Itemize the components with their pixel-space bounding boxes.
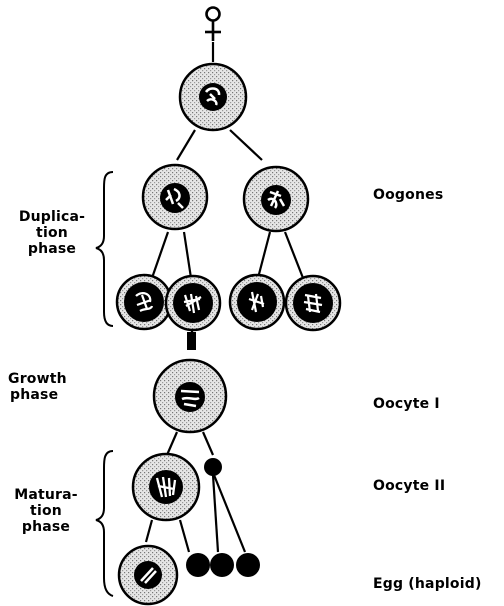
- duplication-phase-line-1: Duplica-: [18, 209, 86, 225]
- oogone-cell-right: [242, 165, 310, 233]
- female-symbol-icon: [205, 6, 221, 41]
- maturation-bracket: [95, 450, 114, 597]
- oocyte-1-cell: [152, 358, 228, 434]
- dividing-oogone-4: [284, 274, 342, 332]
- oogone-cell-left: [141, 163, 209, 231]
- dividing-oogone-2: [164, 274, 222, 332]
- growth-phase-line-1: Growth: [8, 371, 67, 387]
- maturation-phase-line-2: tion: [30, 503, 62, 519]
- polar-body-4: [236, 553, 260, 577]
- growth-phase-line-2: phase: [10, 387, 59, 403]
- egg-haploid-label: Egg (haploid): [373, 576, 482, 592]
- duplication-phase-label: Duplica- tion phase: [6, 209, 98, 257]
- oogones-label: Oogones: [373, 187, 444, 203]
- polar-body-2: [186, 553, 210, 577]
- duplication-bracket: [95, 171, 114, 327]
- dividing-oogone-3: [228, 273, 286, 331]
- duplication-phase-line-2: tion: [36, 225, 68, 241]
- egg-cell: [117, 544, 179, 606]
- growth-stalk: [187, 332, 196, 350]
- oogonium-cell: [178, 62, 248, 132]
- growth-phase-label: Growth phase: [8, 371, 88, 403]
- oocyte-2-cell: [131, 452, 201, 522]
- maturation-phase-label: Matura- tion phase: [4, 487, 88, 535]
- maturation-phase-line-1: Matura-: [14, 487, 78, 503]
- polar-body-3: [210, 553, 234, 577]
- polar-body-1: [204, 458, 222, 476]
- oocyte-2-label: Oocyte II: [373, 478, 446, 494]
- dividing-oogone-1: [115, 273, 173, 331]
- oocyte-1-label: Oocyte I: [373, 396, 440, 412]
- duplication-phase-line-3: phase: [27, 241, 77, 257]
- maturation-phase-line-3: phase: [21, 519, 71, 535]
